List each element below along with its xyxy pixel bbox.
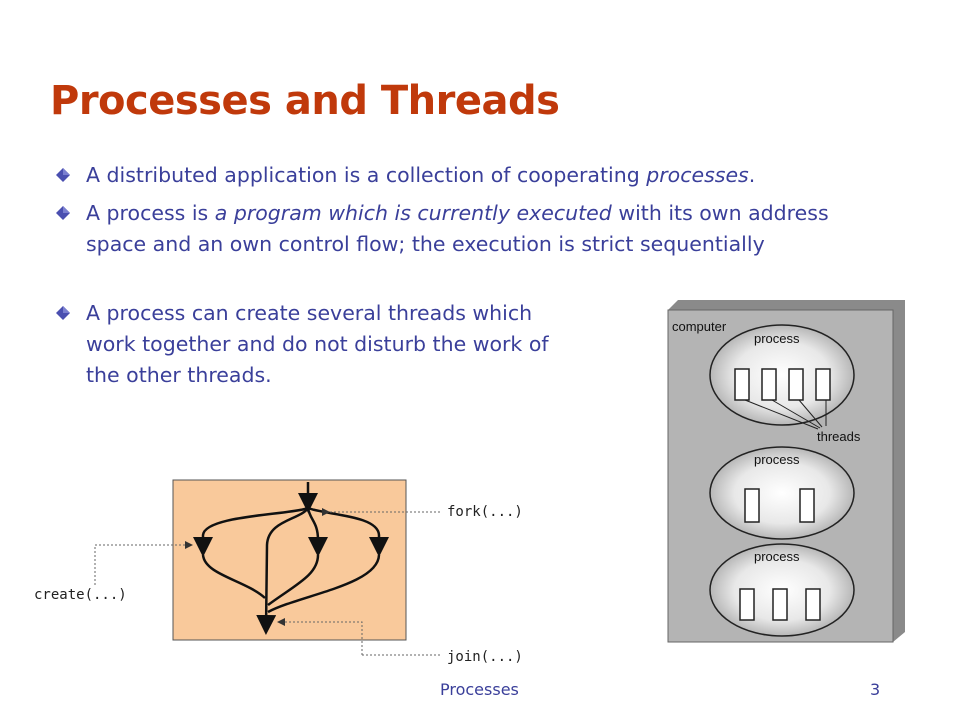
thread-box xyxy=(799,488,815,523)
thread-pointer-lines xyxy=(744,399,827,430)
thread-box xyxy=(805,588,821,621)
thread-box xyxy=(734,368,750,401)
bullet-text: A process is a program which is currentl… xyxy=(86,201,829,256)
thread-box xyxy=(744,488,760,523)
diamond-bullet-icon xyxy=(56,206,70,220)
bullet-text: A distributed application is a collectio… xyxy=(86,163,756,187)
threads-label: threads xyxy=(817,429,861,444)
join-label: join(...) xyxy=(447,649,523,665)
process-label: process xyxy=(754,331,800,346)
diamond-bullet-icon xyxy=(56,168,70,182)
diamond-bullet-icon xyxy=(56,306,70,320)
slide-title: Processes and Threads xyxy=(50,78,560,124)
create-label: create(...) xyxy=(34,587,127,603)
thread-flow-lines xyxy=(193,482,389,635)
fork-label: fork(...) xyxy=(447,504,523,520)
thread-box xyxy=(739,588,755,621)
footer-title: Processes xyxy=(440,680,519,699)
thread-box xyxy=(772,588,788,621)
thread-box xyxy=(761,368,777,401)
thread-box xyxy=(788,368,804,401)
process-label: process xyxy=(754,452,800,467)
page-number: 3 xyxy=(870,680,881,699)
process-label: process xyxy=(754,549,800,564)
bullet-text: A process can create several threads whi… xyxy=(86,301,549,387)
thread-diagram-box xyxy=(172,479,407,641)
computer-label: computer xyxy=(672,319,727,334)
leader-lines xyxy=(94,511,440,656)
thread-box xyxy=(815,368,831,401)
